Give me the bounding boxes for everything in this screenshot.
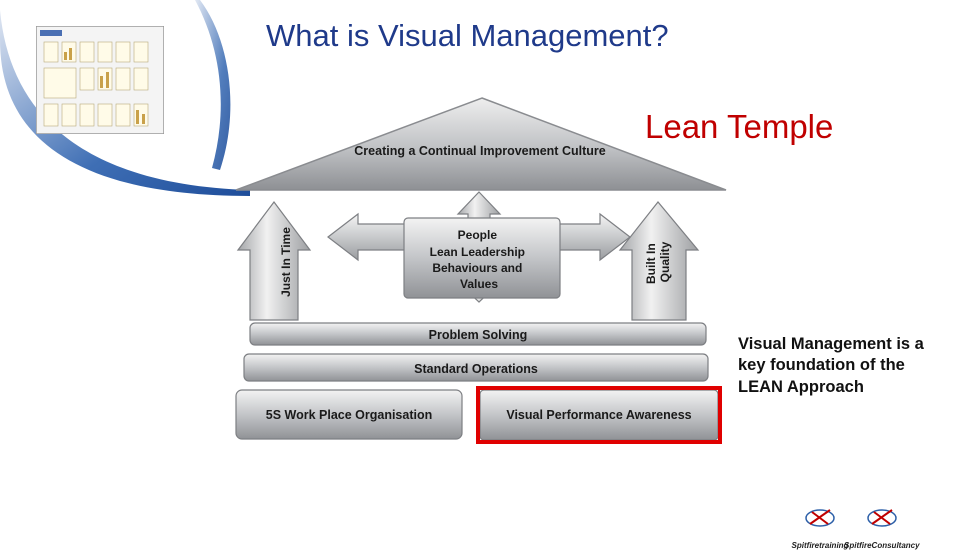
problem-solving-label: Problem Solving <box>429 328 528 342</box>
lean-temple-heading: Lean Temple <box>645 108 834 145</box>
standard-operations-label: Standard Operations <box>414 362 538 376</box>
decorative-swoosh <box>0 0 250 196</box>
slide-title: What is Visual Management? <box>266 18 669 53</box>
spitfire-emblem-icon <box>867 509 897 527</box>
visual-performance-highlight <box>476 386 722 444</box>
temple-roof <box>235 97 727 191</box>
just-in-time-label: Just In Time <box>279 227 293 297</box>
just-in-time-pillar <box>236 201 312 321</box>
built-in-quality-pillar <box>618 201 700 321</box>
people-center-box <box>403 217 561 299</box>
temple-roof-label: Creating a Continual Improvement Culture <box>354 144 605 158</box>
visual-management-note: Visual Management is a key foundation of… <box>738 335 924 396</box>
lean-temple-diagram: Creating a Continual Improvement Culture… <box>235 97 727 444</box>
spitfire-consultancy-logo: SpitfireConsultancy <box>842 500 942 550</box>
problem-solving-tier <box>249 322 707 346</box>
built-in-quality-label: Built In Quality <box>644 240 672 284</box>
people-center-label: People Lean Leadership Behaviours and Va… <box>430 228 529 291</box>
5s-workplace-block <box>235 389 463 440</box>
spitfire-emblem-icon <box>805 509 835 527</box>
visual-performance-label: Visual Performance Awareness <box>506 408 691 422</box>
visual-management-board-image <box>36 26 164 134</box>
spitfire-consultancy-wordmark: SpitfireConsultancy <box>844 541 920 550</box>
standard-operations-tier <box>243 353 709 382</box>
5s-workplace-label: 5S Work Place Organisation <box>266 408 433 422</box>
